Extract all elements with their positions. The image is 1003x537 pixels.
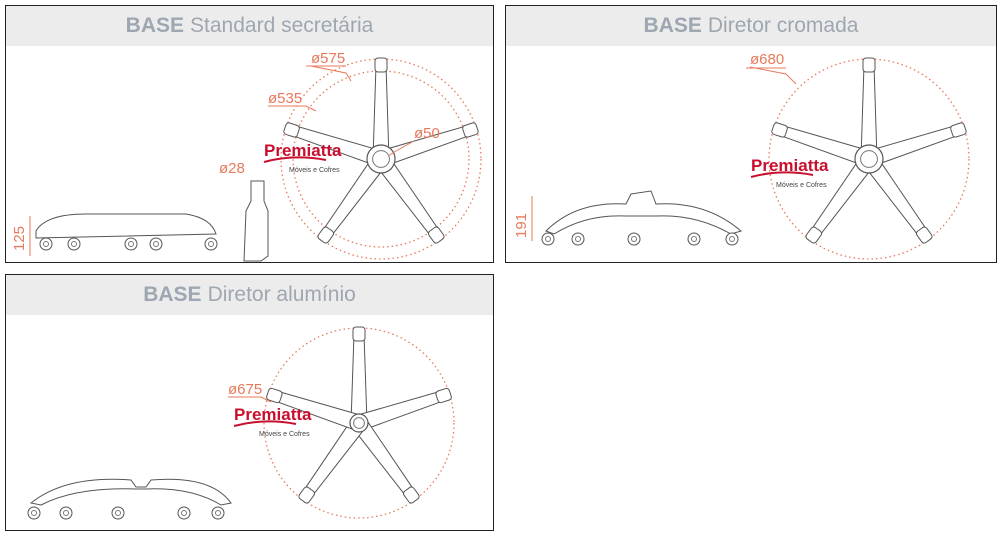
- caster-mount: [403, 486, 420, 504]
- caster-wheel-hub: [208, 241, 214, 247]
- dimension-leader: [228, 396, 272, 403]
- caster-wheel: [571, 232, 585, 246]
- title-rest: Standard secretária: [190, 14, 374, 37]
- caster-wheel: [204, 237, 218, 251]
- caster-mount: [805, 226, 823, 244]
- caster-mount: [435, 387, 452, 404]
- dimension-label: ø680: [750, 51, 784, 68]
- logo-tagline: Móveis e Cofres: [259, 431, 310, 438]
- caster-wheel: [177, 506, 191, 520]
- gas-cylinder: [243, 180, 269, 262]
- caster-mount: [771, 122, 788, 138]
- dimension-label: 191: [513, 213, 530, 238]
- title-bold: BASE: [643, 14, 702, 37]
- logo-swoosh: [263, 156, 327, 163]
- dimension-label: ø28: [219, 160, 245, 177]
- logo-tagline: Móveis e Cofres: [776, 182, 827, 189]
- caster-mount: [462, 122, 479, 138]
- title-rest: Diretor alumínio: [207, 283, 356, 306]
- dimension-label: ø535: [268, 90, 302, 107]
- caster-mount: [950, 122, 967, 138]
- dimension-label: ø575: [311, 50, 345, 67]
- caster-wheel-hub: [545, 236, 551, 242]
- dimension-label: 125: [11, 226, 28, 251]
- caster-wheel-hub: [43, 241, 49, 247]
- caster-wheel-hub: [631, 236, 637, 242]
- dimension-label: ø675: [228, 381, 262, 398]
- caster-mount: [862, 57, 876, 73]
- caster-wheel: [687, 232, 701, 246]
- caster-mount: [298, 486, 315, 504]
- caster-wheel: [211, 506, 225, 520]
- dimension-leader: [749, 66, 797, 85]
- base-side-view: [545, 190, 743, 235]
- logo-tagline: Móveis e Cofres: [289, 167, 340, 174]
- caster-wheel-hub: [575, 236, 581, 242]
- caster-mount: [266, 387, 283, 404]
- caster-wheel-hub: [153, 241, 159, 247]
- title-rest: Diretor cromada: [707, 14, 859, 37]
- base-side-view: [29, 478, 232, 506]
- caster-wheel-hub: [31, 510, 37, 516]
- dimension-leader: [310, 65, 352, 82]
- base-arm: [350, 333, 368, 424]
- logo-premiatta: Premiatta: [264, 141, 342, 160]
- center-hub-inner: [353, 417, 365, 429]
- caster-wheel: [111, 506, 125, 520]
- title-bold: BASE: [125, 14, 185, 37]
- caster-mount: [317, 226, 335, 244]
- caster-wheel: [27, 506, 41, 520]
- caster-wheel: [627, 232, 641, 246]
- caster-mount: [915, 226, 933, 244]
- caster-mount: [374, 57, 388, 73]
- caster-wheel: [39, 237, 53, 251]
- caster-wheel-hub: [128, 241, 134, 247]
- caster-wheel-hub: [729, 236, 735, 242]
- dimension-label: ø50: [414, 125, 440, 142]
- dotted-diameter-circle: [280, 58, 482, 260]
- dimension-leader: [387, 140, 415, 157]
- dimension-leader: [268, 105, 317, 112]
- caster-wheel: [67, 237, 81, 251]
- caster-wheel-hub: [63, 510, 69, 516]
- caster-mount: [283, 122, 300, 138]
- center-hub-inner: [860, 150, 878, 168]
- caster-wheel: [59, 506, 73, 520]
- title-bold: BASE: [143, 283, 202, 306]
- logo-premiatta: Premiatta: [234, 405, 312, 424]
- logo-swoosh: [233, 420, 297, 427]
- caster-wheel-hub: [691, 236, 697, 242]
- caster-wheel: [149, 237, 163, 251]
- logo-swoosh: [750, 171, 814, 178]
- caster-mount: [427, 226, 445, 244]
- caster-wheel: [124, 237, 138, 251]
- caster-wheel-hub: [181, 510, 187, 516]
- caster-wheel: [725, 232, 739, 246]
- caster-wheel: [541, 232, 555, 246]
- caster-wheel-hub: [115, 510, 121, 516]
- logo-premiatta: Premiatta: [751, 156, 829, 175]
- base-side-view: [35, 213, 217, 239]
- caster-wheel-hub: [215, 510, 221, 516]
- caster-wheel-hub: [71, 241, 77, 247]
- caster-mount: [352, 326, 366, 342]
- center-hub-inner: [372, 150, 390, 168]
- dotted-diameter-circle: [768, 58, 970, 260]
